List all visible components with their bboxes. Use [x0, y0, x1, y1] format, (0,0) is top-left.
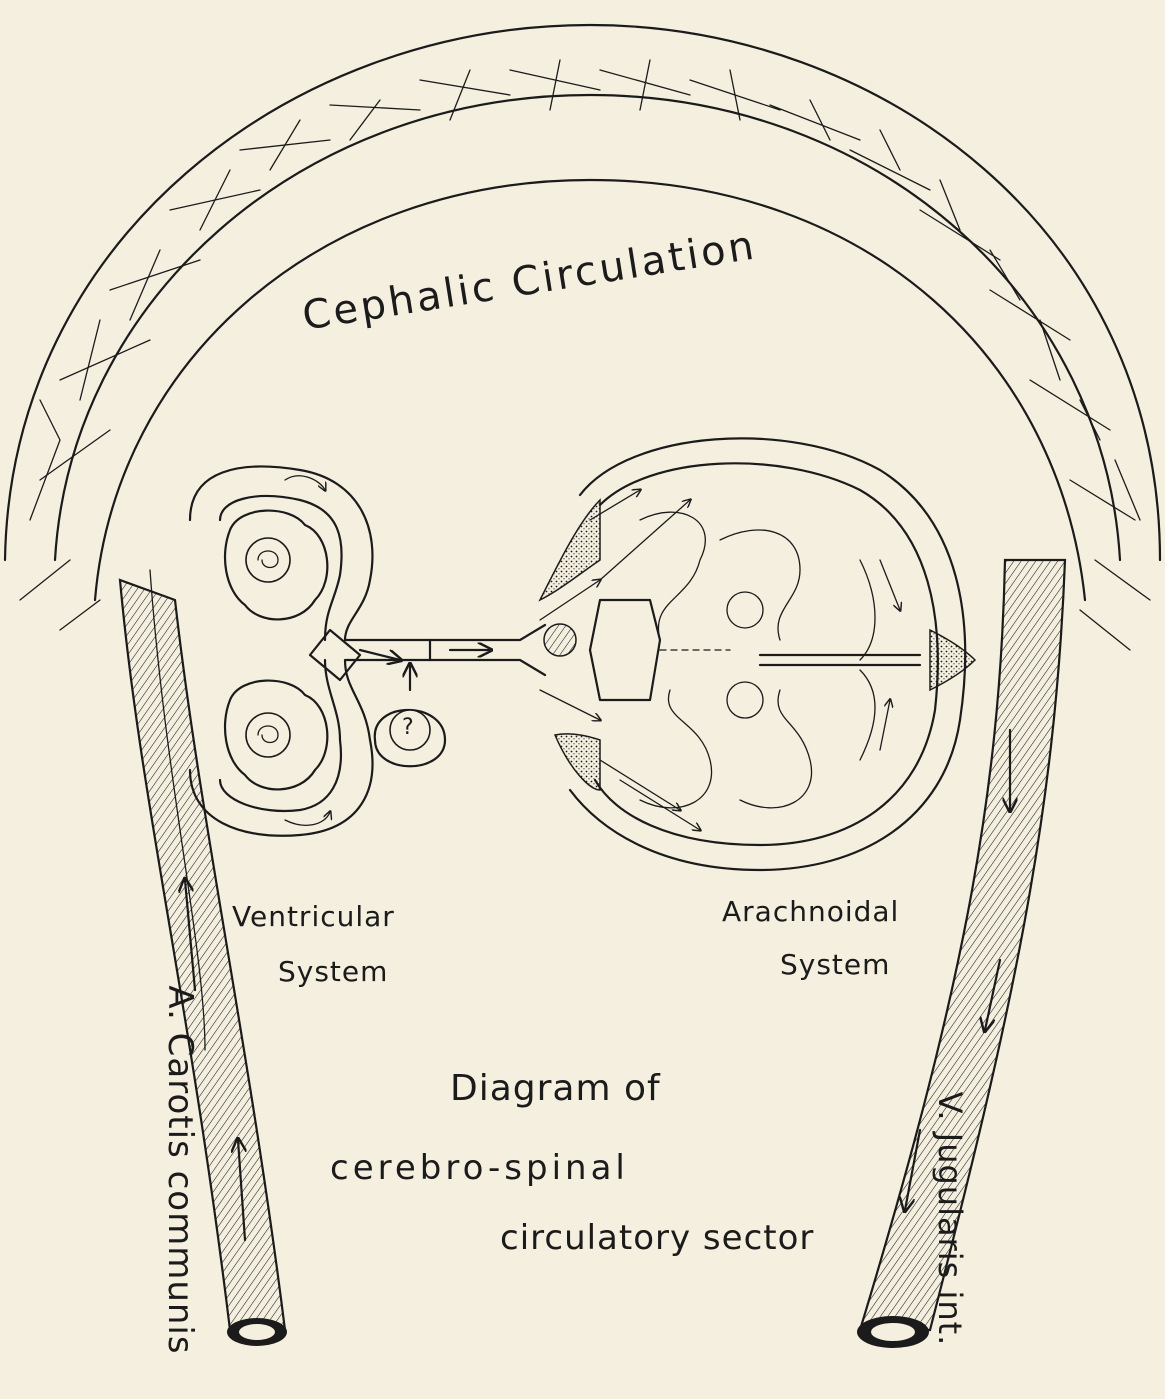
diagram-canvas: Cephalic Circulation Ventricular System …	[0, 0, 1165, 1360]
choroid-plexus-lower	[225, 681, 327, 790]
arachnoidal-label-line2: System	[780, 948, 890, 981]
ventricular-system	[190, 467, 545, 836]
caption-line2: cerebro-spinal	[330, 1148, 629, 1188]
caption-line3: circulatory sector	[500, 1218, 814, 1258]
question-mark-label: ?	[402, 715, 415, 740]
vein-label: V. Jugularis int.	[931, 1039, 969, 1399]
caption-line1: Diagram of	[450, 1068, 661, 1109]
ventricular-label-line1: Ventricular	[232, 900, 395, 933]
ventricular-label-line2: System	[278, 955, 388, 988]
artery-label: A. Carotis communis	[160, 960, 200, 1380]
carotid-artery	[120, 570, 287, 1346]
choroid-plexus-upper	[225, 511, 327, 620]
arachnoidal-system	[540, 438, 975, 870]
arachnoidal-label-line1: Arachnoidal	[722, 895, 899, 928]
